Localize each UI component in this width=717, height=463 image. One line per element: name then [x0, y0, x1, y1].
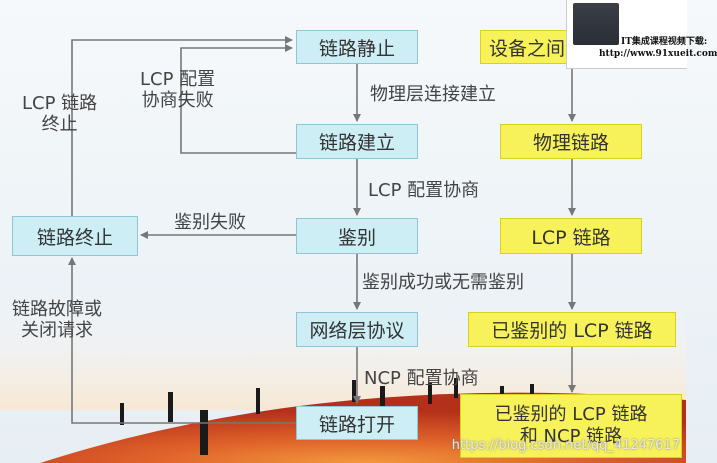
label-auth-failure: 鉴别失败: [174, 212, 246, 233]
label-lcp-link-terminate: LCP 链路 终止: [22, 93, 98, 135]
label-lcp-terminate-line2: 终止: [41, 113, 78, 135]
presenter-photo: [573, 3, 619, 45]
label-lcp-configure: LCP 配置协商: [368, 180, 480, 201]
watermark-text: https://blog.csdn.net/qq_41247617: [451, 438, 680, 453]
presenter-overlay: IT集成课程视频下载: http://www.91xueit.com: [566, 0, 717, 69]
label-lcp-config-failure: LCP 配置 协商失败: [140, 69, 216, 111]
node-network-protocol: 网络层协议: [296, 312, 418, 347]
label-physical-layer-connection: 物理层连接建立: [370, 84, 496, 105]
label-lcp-terminate-line1: LCP 链路: [22, 93, 98, 114]
state-physical-link: 物理链路: [500, 124, 642, 159]
state-device-phase: 设备之间: [480, 30, 572, 64]
state-authenticated-lcp-ncp-link: 已鉴别的 LCP 链路 和 NCP 链路: [460, 394, 682, 458]
label-lcp-fail-line2: 协商失败: [141, 89, 214, 111]
label-link-fault-line1: 链路故障或: [12, 299, 102, 320]
state-authenticated-lcp-link: 已鉴别的 LCP 链路: [468, 312, 676, 347]
presenter-caption-1: IT集成课程视频下载:: [621, 37, 708, 47]
node-link-open: 链路打开: [296, 406, 418, 440]
node-link-terminate: 链路终止: [12, 216, 138, 256]
state-lcp-ncp-line1: 已鉴别的 LCP 链路: [494, 403, 648, 425]
node-link-dead: 链路静止: [296, 30, 418, 64]
presenter-caption-2: http://www.91xueit.com: [599, 49, 717, 59]
label-lcp-fail-line1: LCP 配置: [140, 69, 216, 90]
label-link-fault-line2: 关闭请求: [21, 319, 93, 341]
node-authenticate: 鉴别: [296, 218, 418, 254]
state-lcp-link: LCP 链路: [500, 218, 642, 254]
node-link-establish: 链路建立: [296, 124, 418, 159]
label-auth-success: 鉴别成功或无需鉴别: [362, 272, 524, 293]
label-link-fault: 链路故障或 关闭请求: [12, 299, 102, 341]
state-lcp-ncp-line2: 和 NCP 链路: [519, 426, 623, 447]
label-ncp-configure: NCP 配置协商: [364, 368, 479, 389]
